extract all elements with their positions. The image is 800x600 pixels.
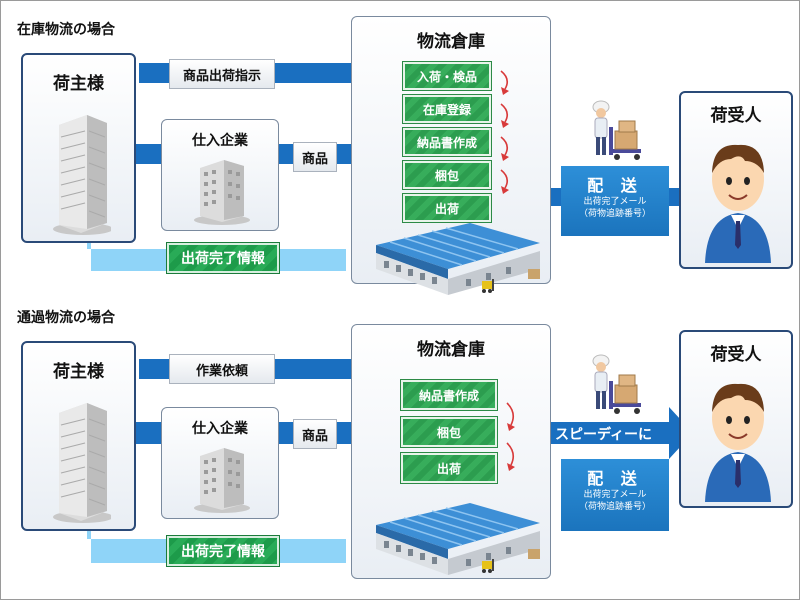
warehouse-panel-2: 物流倉庫	[351, 324, 551, 579]
businessman-icon	[705, 383, 771, 502]
shipping-info-2: 出荷完了情報	[166, 535, 280, 567]
step-1-2: 在庫登録	[402, 94, 492, 124]
delivery-line1-2: 出荷完了メール	[583, 490, 647, 500]
step-2-2: 梱包	[400, 416, 498, 448]
supplier-panel-2: 仕入企業	[161, 407, 279, 519]
instruction-label-1: 商品出荷指示	[169, 59, 275, 89]
shipping-info-1: 出荷完了情報	[166, 242, 280, 274]
speedy-label: スピーディーに	[555, 427, 653, 443]
delivery-title-1: 配 送	[587, 176, 643, 195]
office-tower-icon	[53, 115, 111, 235]
shipper-panel-2: 荷主様	[21, 341, 136, 531]
red-curved-arrow-icon	[500, 70, 509, 194]
receiver-panel-1: 荷受人	[679, 91, 793, 269]
delivery-box-2: 配 送 出荷完了メール （荷物追跡番号）	[561, 459, 669, 531]
shipper-label-2: 荷主様	[53, 362, 104, 382]
step-2-3: 出荷	[400, 452, 498, 484]
receiver-label-2: 荷受人	[710, 345, 762, 365]
section2-title: 通過物流の場合	[17, 310, 115, 326]
delivery-line2-2: （荷物追跡番号）	[578, 502, 651, 512]
receiver-panel-2: 荷受人	[679, 330, 793, 508]
warehouse-title-2: 物流倉庫	[417, 340, 485, 360]
forklift-icon	[482, 279, 494, 293]
step-1-3: 納品書作成	[402, 127, 492, 157]
request-label-2: 作業依頼	[169, 354, 275, 384]
step-1-5: 出荷	[402, 193, 492, 223]
delivery-box-1: 配 送 出荷完了メール （荷物追跡番号）	[561, 166, 669, 236]
shipper-label-1: 荷主様	[53, 74, 104, 94]
supplier-panel-1: 仕入企業	[161, 119, 279, 231]
shipper-panel-1: 荷主様	[21, 53, 136, 243]
office-building-icon	[194, 160, 250, 225]
section1-title: 在庫物流の場合	[17, 22, 115, 38]
delivery-worker-icon	[592, 354, 641, 414]
supplier-label-2: 仕入企業	[192, 421, 248, 437]
office-building-icon	[194, 448, 250, 513]
step-1-4: 梱包	[402, 160, 492, 190]
goods-label-2: 商品	[293, 419, 337, 449]
cargo-box-icon	[528, 269, 540, 279]
office-tower-icon	[53, 403, 111, 523]
delivery-line1-1: 出荷完了メール	[583, 197, 647, 207]
warehouse-icon	[376, 503, 540, 575]
businessman-icon	[705, 144, 771, 263]
warehouse-icon	[376, 223, 540, 295]
warehouse-title-1: 物流倉庫	[417, 32, 485, 52]
step-2-1: 納品書作成	[400, 379, 498, 411]
forklift-icon	[482, 559, 494, 573]
delivery-title-2: 配 送	[587, 469, 643, 488]
receiver-label-1: 荷受人	[710, 106, 762, 126]
supplier-label-1: 仕入企業	[192, 133, 248, 149]
step-1-1: 入荷・検品	[402, 61, 492, 91]
delivery-worker-icon	[592, 100, 641, 160]
goods-label-1: 商品	[293, 142, 337, 172]
red-curved-arrow-icon	[506, 402, 515, 471]
delivery-line2-1: （荷物追跡番号）	[578, 209, 651, 219]
